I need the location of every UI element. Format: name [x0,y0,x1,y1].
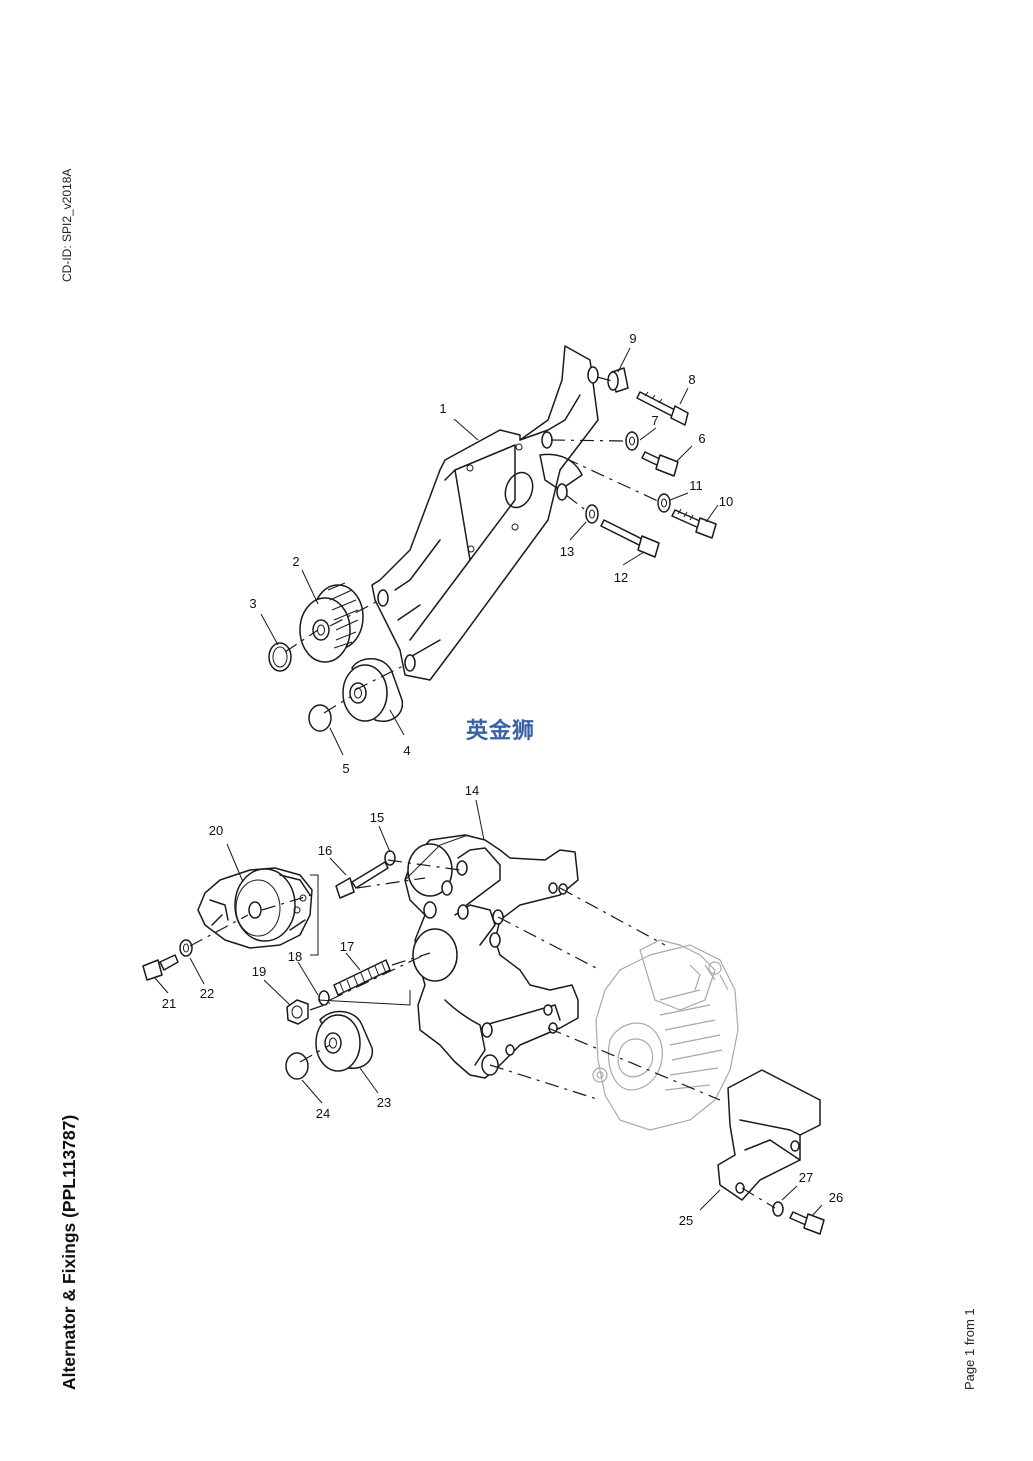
stud-17 [333,959,391,996]
callout-24: 24 [316,1106,330,1121]
callout-14: 14 [465,783,479,798]
stud-8 [636,391,689,426]
upper-pulley [299,582,364,663]
washer-18 [318,990,330,1006]
upper-mounting-bracket [371,345,599,681]
callout-10: 10 [719,494,733,509]
washer-7 [625,431,639,451]
lower-idler-roller-23 [315,1010,374,1072]
callout-20: 20 [209,823,223,838]
lower-bracket-25 [717,1069,821,1201]
upper-cap [308,704,332,732]
callout-18: 18 [288,949,302,964]
spacer-9 [607,367,629,393]
bolt-6 [641,451,679,477]
callout-17: 17 [340,939,354,954]
callout-23: 23 [377,1095,391,1110]
washer-13 [585,504,599,524]
watermark-logo: 英金狮 [466,719,536,744]
callout-11: 11 [689,478,703,493]
callout-16: 16 [318,843,332,858]
callout-9: 9 [629,331,636,346]
callout-4: 4 [403,743,410,758]
callout-1: 1 [439,401,446,416]
tensioner-20 [197,867,313,949]
callout-19: 19 [252,964,266,979]
leader-lines [154,347,823,1217]
washer-11 [657,493,671,513]
callout-12: 12 [614,570,628,585]
bolt-10 [671,508,717,539]
callout-7: 7 [651,413,658,428]
callout-27: 27 [799,1170,813,1185]
washer-27 [772,1201,784,1217]
washer-22 [179,939,193,957]
lower-mounting-bracket [404,834,579,1079]
callout-13: 13 [560,544,574,559]
callout-numbers: 1 2 3 4 5 6 7 8 9 10 11 12 13 14 15 16 1… [162,331,843,1228]
cap-24 [285,1052,309,1080]
callout-5: 5 [342,761,349,776]
alternator [592,939,739,1131]
callout-26: 26 [829,1190,843,1205]
bolt-12 [600,519,660,558]
callout-6: 6 [698,431,705,446]
upper-idler-roller [342,658,404,722]
callout-8: 8 [688,372,695,387]
callout-3: 3 [249,596,256,611]
callout-15: 15 [370,810,384,825]
callout-22: 22 [200,986,214,1001]
nut-19 [286,999,309,1025]
upper-circlip [268,642,292,672]
bolt-26 [789,1211,825,1235]
callout-21: 21 [162,996,176,1011]
washer-16 [384,850,396,866]
callout-2: 2 [292,554,299,569]
bolt-15 [335,861,389,899]
bolt-21 [142,954,179,981]
callout-25: 25 [679,1213,693,1228]
